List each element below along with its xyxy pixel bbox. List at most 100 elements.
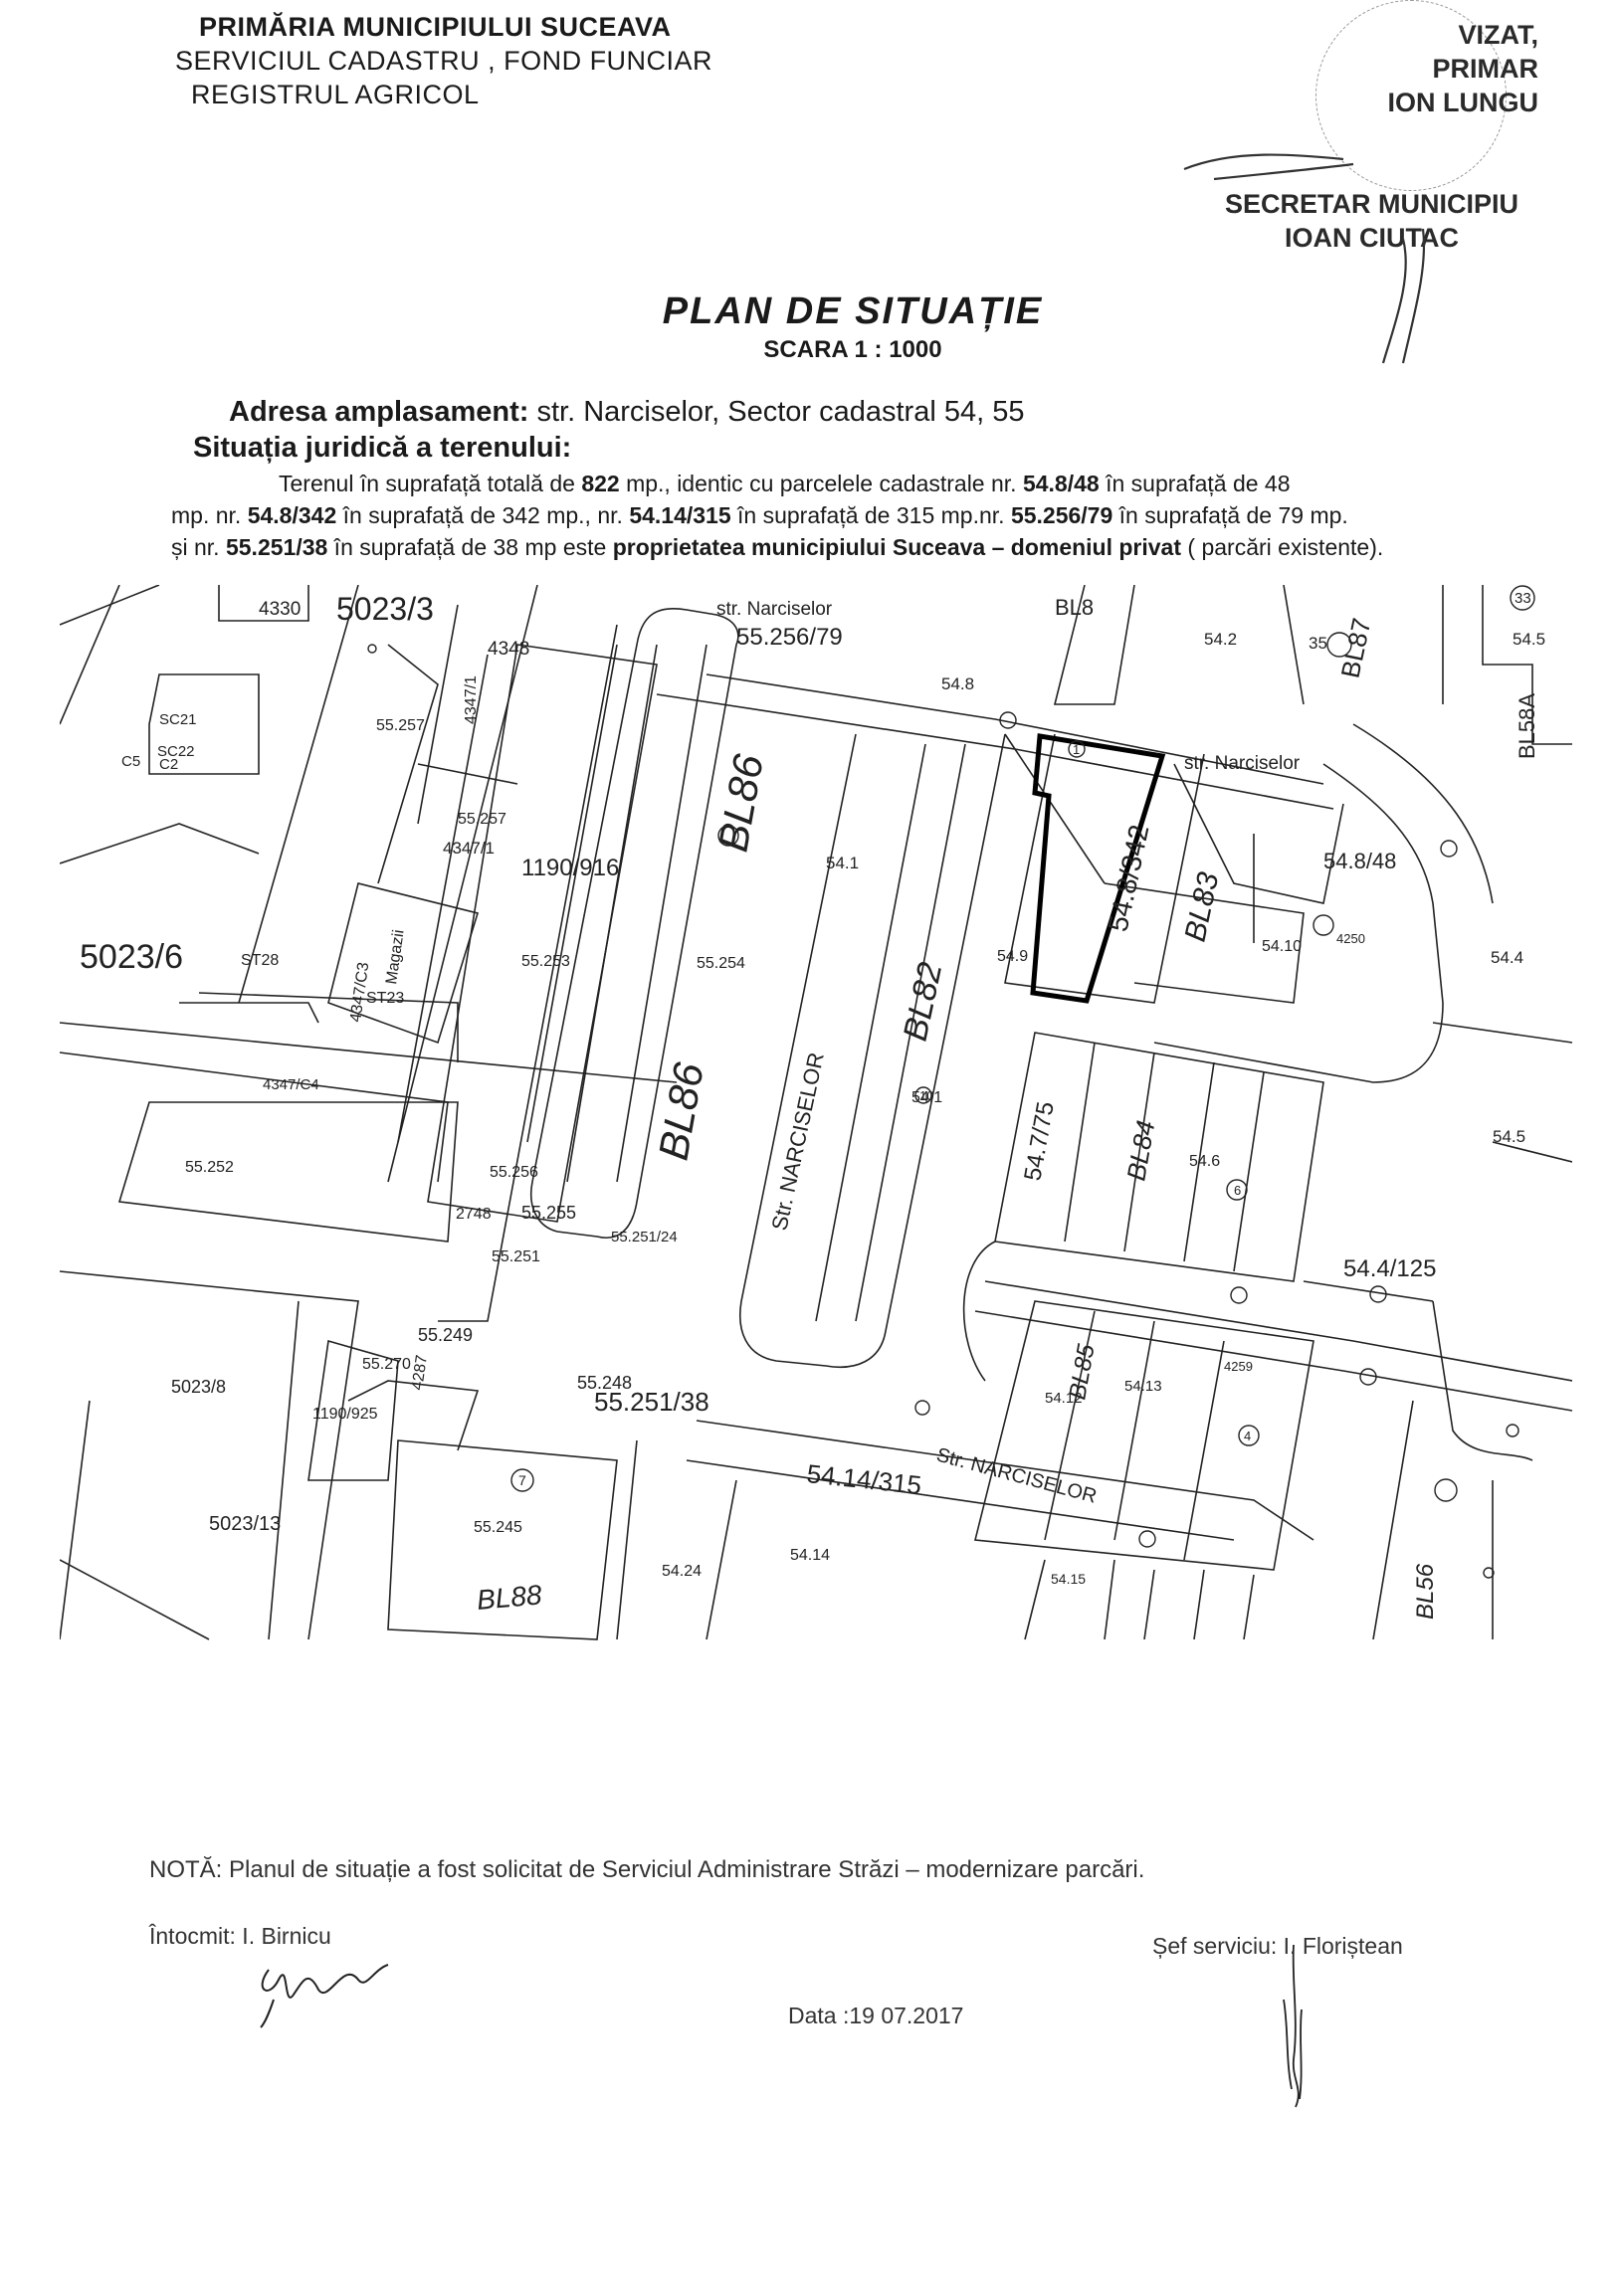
svg-text:2748: 2748 [456, 1206, 492, 1223]
header-line-1: PRIMĂRIA MUNICIPIULUI SUCEAVA [199, 12, 672, 42]
document-date: Data :19 07.2017 [788, 2003, 964, 2028]
svg-text:55.257: 55.257 [376, 717, 425, 734]
svg-text:5023/13: 5023/13 [209, 1513, 281, 1535]
svg-text:55.251/24: 55.251/24 [611, 1229, 678, 1245]
svg-text:54.4/125: 54.4/125 [1343, 1255, 1436, 1282]
svg-text:4250: 4250 [1336, 931, 1365, 946]
svg-text:4348: 4348 [488, 639, 529, 660]
address-line: Adresa amplasament: str. Narciselor, Sec… [229, 396, 1024, 429]
svg-text:55.251: 55.251 [492, 1248, 540, 1265]
header-line-2: SERVICIUL CADASTRU , FOND FUNCIAR [175, 46, 713, 76]
svg-text:BL58A: BL58A [1515, 693, 1539, 759]
svg-text:ST23: ST23 [366, 990, 404, 1007]
svg-text:4: 4 [1244, 1429, 1251, 1443]
head-of-service: Șef serviciu: I. Floriștean [1152, 1933, 1403, 1959]
header-line-3: REGISTRUL AGRICOL [191, 80, 480, 109]
visa-vizat: VIZAT, [1458, 20, 1539, 50]
svg-text:54.1: 54.1 [911, 1089, 942, 1106]
institution-header: PRIMĂRIA MUNICIPIULUI SUCEAVA SERVICIUL … [175, 10, 712, 111]
svg-text:BL88: BL88 [476, 1579, 543, 1616]
svg-text:55.253: 55.253 [521, 953, 570, 970]
svg-text:4330: 4330 [259, 599, 301, 620]
highlighted-parcel-54-8-342 [1030, 733, 1166, 1004]
svg-text:4347/1: 4347/1 [463, 675, 480, 724]
svg-text:35: 35 [1309, 634, 1327, 653]
svg-text:str. Narciselor: str. Narciselor [1184, 753, 1301, 774]
svg-text:1190/916: 1190/916 [521, 855, 619, 881]
svg-text:4347/1: 4347/1 [443, 839, 495, 858]
address-label: Adresa amplasament: [229, 396, 529, 428]
svg-text:BL83: BL83 [1179, 869, 1226, 945]
secretary-name: IOAN CIUTAC [1284, 223, 1459, 253]
svg-text:str. Narciselor: str. Narciselor [716, 599, 833, 620]
svg-text:55.252: 55.252 [185, 1159, 234, 1176]
svg-text:54.10: 54.10 [1262, 938, 1302, 955]
svg-text:54.4: 54.4 [1491, 948, 1523, 967]
svg-text:Magazii: Magazii [383, 929, 408, 986]
secretary-title: SECRETAR MUNICIPIU [1224, 189, 1518, 219]
head-signature [1283, 1944, 1303, 2108]
cadastral-map: 4330 5023/3 4348 str. Narciselor 55.256/… [60, 585, 1572, 1640]
document-title: PLAN DE SITUAȚIE [662, 290, 1044, 332]
svg-text:Str. NARCISELOR: Str. NARCISELOR [766, 1051, 828, 1233]
svg-text:54.8/342: 54.8/342 [1103, 822, 1155, 934]
prepared-by: Întocmit: I. Birnicu [149, 1923, 331, 1949]
svg-text:5023/3: 5023/3 [336, 591, 434, 627]
visa-signature [1183, 153, 1426, 364]
svg-text:ST28: ST28 [241, 952, 279, 969]
svg-text:54.6: 54.6 [1189, 1153, 1220, 1170]
svg-text:54.5: 54.5 [1513, 630, 1545, 649]
svg-text:BL56: BL56 [1412, 1563, 1439, 1620]
svg-text:BL8: BL8 [1055, 595, 1094, 620]
svg-text:33: 33 [1515, 590, 1531, 607]
svg-text:BL82: BL82 [897, 959, 950, 1045]
svg-text:54.14: 54.14 [790, 1547, 830, 1564]
svg-text:55.255: 55.255 [521, 1203, 576, 1223]
visa-primar: PRIMAR [1432, 54, 1539, 84]
svg-text:54.8: 54.8 [941, 674, 974, 693]
svg-text:54.14/315: 54.14/315 [805, 1458, 922, 1500]
svg-text:54.1: 54.1 [826, 854, 859, 872]
svg-text:6: 6 [1234, 1183, 1241, 1198]
note-label: NOTĂ: [149, 1856, 223, 1883]
svg-text:5023/8: 5023/8 [171, 1377, 226, 1397]
svg-text:55.257: 55.257 [458, 811, 506, 828]
svg-text:BL85: BL85 [1064, 1342, 1100, 1403]
svg-text:7: 7 [518, 1472, 526, 1488]
svg-text:1190/925: 1190/925 [312, 1406, 378, 1423]
svg-text:55.249: 55.249 [418, 1325, 473, 1345]
svg-text:55.256/79: 55.256/79 [736, 624, 843, 651]
svg-text:54.24: 54.24 [662, 1563, 702, 1580]
svg-text:Str. NARCISELOR: Str. NARCISELOR [934, 1444, 1100, 1508]
svg-text:54.2: 54.2 [1204, 630, 1237, 649]
svg-text:SC21: SC21 [159, 711, 197, 728]
svg-text:4347/C4: 4347/C4 [263, 1076, 319, 1093]
preparer-signature [260, 1964, 389, 2028]
scale-label: SCARA 1 : 1000 [763, 336, 942, 363]
svg-text:BL84: BL84 [1120, 1118, 1160, 1183]
svg-text:C5: C5 [121, 753, 140, 770]
svg-text:54.7/75: 54.7/75 [1019, 1099, 1059, 1183]
svg-text:BL87: BL87 [1335, 616, 1377, 681]
svg-text:54.12: 54.12 [1045, 1390, 1083, 1407]
note-text: Planul de situație a fost solicitat de S… [222, 1856, 1145, 1883]
svg-text:BL86: BL86 [709, 750, 772, 855]
svg-text:54.8/48: 54.8/48 [1323, 849, 1396, 873]
svg-text:1: 1 [1073, 742, 1080, 757]
legal-situation-text: Terenul în suprafață totală de 822 mp., … [171, 471, 1384, 560]
address-value: str. Narciselor, Sector cadastral 54, 55 [528, 396, 1025, 428]
svg-text:4287: 4287 [409, 1354, 431, 1392]
svg-text:54.5: 54.5 [1493, 1127, 1525, 1146]
svg-text:55.245: 55.245 [474, 1519, 522, 1536]
visa-block: VIZAT, PRIMAR ION LUNGU [1280, 18, 1539, 119]
svg-text:5023/6: 5023/6 [80, 938, 183, 976]
svg-text:54.13: 54.13 [1124, 1378, 1162, 1395]
svg-text:55.251/38: 55.251/38 [594, 1387, 709, 1417]
svg-text:SC22: SC22 [157, 743, 195, 760]
svg-text:10: 10 [919, 1088, 933, 1103]
visa-primar-name: ION LUNGU [1387, 88, 1539, 117]
svg-text:54.9: 54.9 [997, 948, 1028, 965]
svg-text:54.15: 54.15 [1051, 1571, 1086, 1587]
round-seal-stamp [1315, 0, 1507, 191]
legal-situation-label: Situația juridică a terenului: [193, 432, 572, 464]
